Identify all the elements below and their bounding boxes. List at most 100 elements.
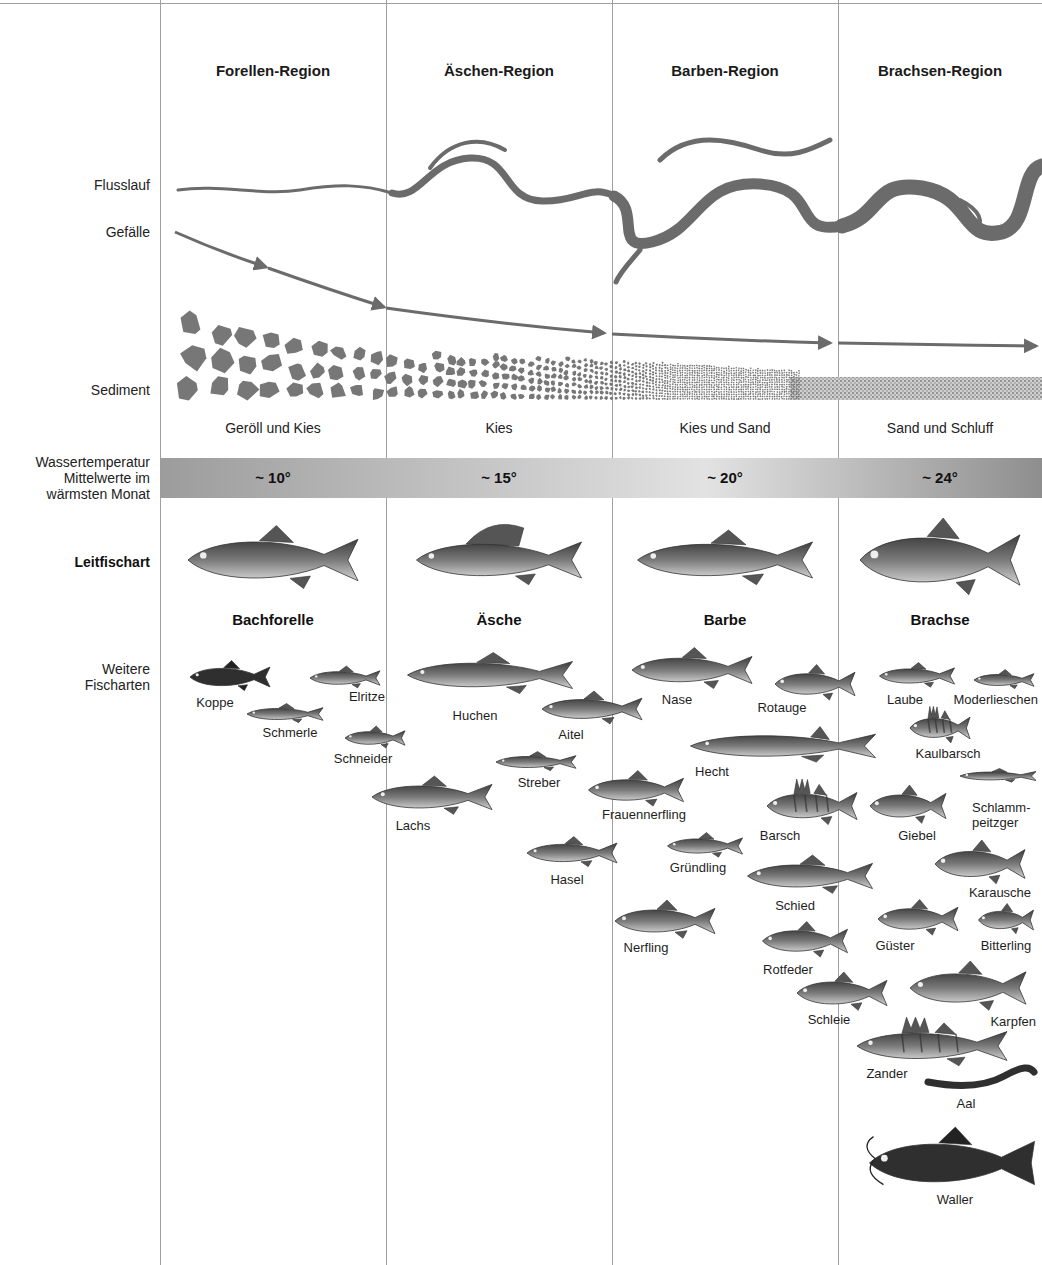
sediment-stone [793,393,795,395]
fish-name: Laube [887,693,923,708]
region-heading: Forellen-Region [216,62,330,79]
sediment-stone [718,372,720,374]
sediment-stone [529,394,535,399]
sediment-stone [623,372,626,376]
sediment-stone [706,396,708,398]
sediment-stone [610,361,614,365]
sediment-stone [718,396,720,398]
sediment-stone [687,373,689,375]
sediment-stone [778,396,780,398]
sediment-stone [649,373,652,375]
sediment-stone [781,389,783,391]
fish-fin [352,684,360,688]
sediment-stone [614,375,618,379]
sediment-stone [655,372,657,374]
sediment-stone [788,381,790,383]
sediment-stone [686,377,688,379]
fish-body [417,542,582,578]
sediment-stone [595,386,599,390]
sediment-stone [750,398,752,400]
sediment-stone [798,398,800,399]
sediment-stone [750,386,752,388]
sediment-stone [755,372,757,374]
sediment-stone [551,361,556,366]
sediment-stone [757,382,759,384]
fish-illustration [928,1068,1034,1085]
sediment-stone [701,373,703,375]
sediment-stone [402,374,413,386]
fish-stripe [805,795,807,812]
sediment-stone [635,362,638,365]
sediment-stone [630,386,633,389]
sediment-stone [631,371,634,374]
sediment-stone [701,393,703,395]
sediment-stone [672,374,674,376]
fish-name: Rotauge [757,701,806,716]
fish-fin [798,922,815,932]
sediment-stone [750,379,752,381]
sediment-stone [721,393,723,395]
sediment-stone [652,388,654,390]
sediment-stone [658,398,660,400]
sediment-stone [623,368,626,371]
sediment-stone [791,396,793,398]
sediment-stone [728,368,730,370]
sediment-stone [677,372,679,374]
sediment-stone [686,395,688,397]
sediment-stone [716,369,718,371]
sediment-stone [726,384,728,386]
sediment-stone [457,357,466,367]
sediment-stone [669,388,671,390]
sediment-stone [723,377,725,379]
fish-fin [992,769,1007,773]
sediment-stone [745,371,747,373]
fish-eye [868,1041,872,1045]
sediment-stone [694,379,696,381]
sediment-stone [752,391,754,393]
sediment-stone [623,389,626,392]
sediment-stone [738,396,740,398]
sediment-stone [649,369,652,372]
sediment-stone [645,375,648,378]
fish-name: Nase [662,693,692,708]
sediment-stone [667,367,669,369]
sediment-stone [696,398,698,400]
fish-fin [821,817,832,825]
sediment-stone [743,393,745,395]
sediment-stone [667,377,669,379]
sediment-stone [680,365,682,367]
sediment-stone [759,389,761,391]
sediment-stone [735,391,737,393]
sediment-stone [662,398,664,400]
sediment-stone [655,375,657,377]
sediment-stone [590,385,594,390]
sediment-stone [649,385,651,388]
sediment-stone [796,384,798,386]
sediment-stone [711,368,713,370]
column-divider [160,0,161,1265]
sediment-stone [675,386,677,388]
sediment-stone [701,382,703,384]
sediment-stone [619,388,622,391]
fish-fin [912,900,928,910]
fish-eye [381,792,385,796]
sediment-stone [798,386,800,388]
sediment-stone [645,362,648,365]
sediment-stone [703,369,705,371]
fish-name: Schied [775,899,815,914]
sediment-stone [781,370,783,372]
sediment-stone [646,381,648,384]
sediment-stone [721,386,723,388]
sediment-stone [584,385,589,389]
sediment-stone [311,341,327,357]
sediment-stone [661,392,663,394]
sediment-stone [684,396,686,398]
sediment-stone [618,371,622,374]
sediment-stone [677,398,679,400]
sediment-stone [610,374,613,378]
fish-fin [835,972,853,982]
fish-fin [602,717,614,723]
sediment-stone [759,372,761,374]
sediment-stone [694,398,696,400]
sediment-stone [639,386,641,389]
